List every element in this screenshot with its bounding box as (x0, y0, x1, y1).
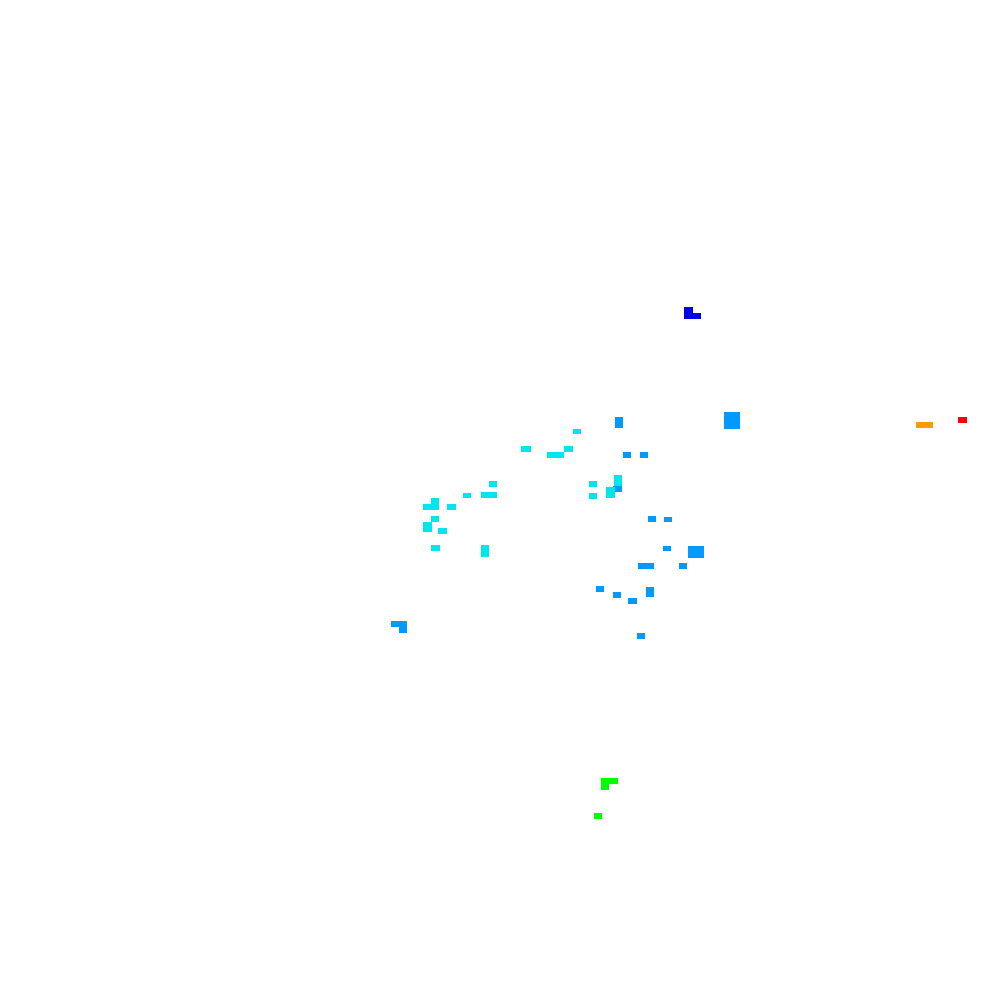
azure-cluster-mark (638, 563, 654, 569)
orange-cluster-mark (916, 422, 933, 428)
cyan-cluster-mark (431, 516, 439, 522)
cyan-cluster-mark (521, 446, 531, 452)
marks-layer (391, 307, 967, 819)
azure-cluster-mark (664, 517, 672, 522)
cyan-cluster-mark (481, 545, 489, 557)
blue-cluster-mark (684, 307, 693, 318)
azure-cluster-mark (399, 627, 407, 633)
cyan-cluster-mark (573, 429, 581, 434)
green-cluster (594, 778, 618, 819)
cyan-cluster-mark (547, 452, 564, 458)
azure-cluster-mark (615, 417, 623, 428)
azure-cluster-mark (640, 452, 648, 458)
azure-cluster-mark (679, 563, 687, 569)
red-cluster (958, 417, 967, 423)
cyan-cluster-mark (438, 528, 447, 534)
cyan-cluster-mark (589, 493, 597, 499)
green-cluster-mark (601, 778, 618, 784)
cyan-cluster (423, 429, 622, 557)
cyan-cluster-mark (489, 481, 497, 487)
cyan-cluster-mark (589, 481, 597, 487)
cyan-cluster-mark (423, 522, 432, 532)
cyan-cluster-mark (447, 504, 456, 510)
azure-cluster-mark (613, 592, 621, 598)
cyan-cluster-mark (423, 504, 439, 510)
orange-cluster (916, 422, 933, 428)
red-cluster-mark (958, 417, 967, 423)
azure-cluster-mark (637, 633, 645, 639)
azure-cluster-mark (646, 587, 654, 597)
cyan-cluster-mark (431, 498, 439, 504)
cyan-cluster-mark (606, 487, 615, 498)
azure-cluster-mark (623, 452, 631, 458)
cyan-cluster-mark (614, 475, 622, 486)
azure-cluster-mark (648, 516, 656, 522)
azure-cluster-mark (724, 412, 740, 429)
cyan-cluster-mark (463, 493, 471, 498)
green-cluster-mark (594, 813, 602, 819)
azure-cluster-mark (688, 546, 704, 558)
cyan-cluster-mark (431, 545, 440, 551)
cyan-cluster-mark (481, 492, 497, 498)
green-cluster-mark (601, 784, 609, 790)
azure-cluster-mark (613, 486, 622, 492)
blue-cluster-mark (684, 313, 701, 319)
azure-cluster-mark (391, 621, 407, 627)
cyan-cluster-mark (564, 446, 573, 452)
azure-cluster-mark (596, 586, 604, 592)
azure-cluster-mark (663, 546, 671, 551)
azure-cluster (391, 412, 740, 639)
blue-cluster (684, 307, 701, 319)
azure-cluster-mark (628, 598, 637, 604)
